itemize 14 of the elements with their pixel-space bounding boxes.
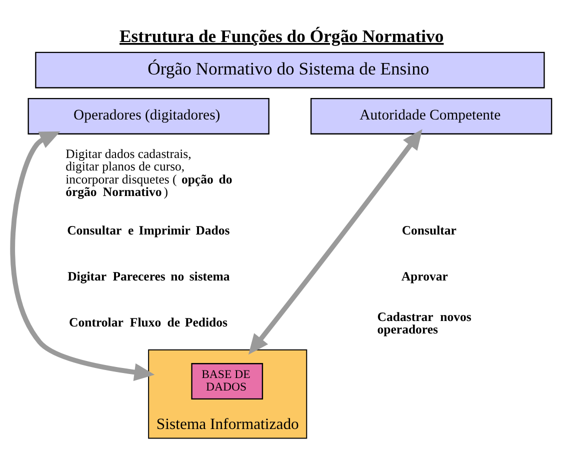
label: Consultar e Imprimir Dados <box>67 222 230 237</box>
arrow <box>248 128 422 354</box>
node-box: BASE DE DADOS <box>191 362 264 400</box>
label: Digitar Pareceres no sistema <box>68 269 230 284</box>
label: Cadastrar novos operadores <box>377 309 472 336</box>
arrow <box>10 130 155 381</box>
node-box: Autoridade Competente <box>310 97 552 134</box>
label: Aprovar <box>401 269 448 284</box>
label: Controlar Fluxo de Pedidos <box>69 315 228 330</box>
node-box: Operadores (digitadores) <box>28 97 270 134</box>
label: Digitar dados cadastrais, digitar planos de curso, incorporar disquetes (opção do órgão Normativo) <box>66 146 232 199</box>
diagram-title: Estrutura de Funções do Órgão Normativo <box>120 26 444 46</box>
label: Consultar <box>402 222 456 237</box>
node-box: Órgão Normativo do Sistema de Ensino <box>35 51 545 88</box>
